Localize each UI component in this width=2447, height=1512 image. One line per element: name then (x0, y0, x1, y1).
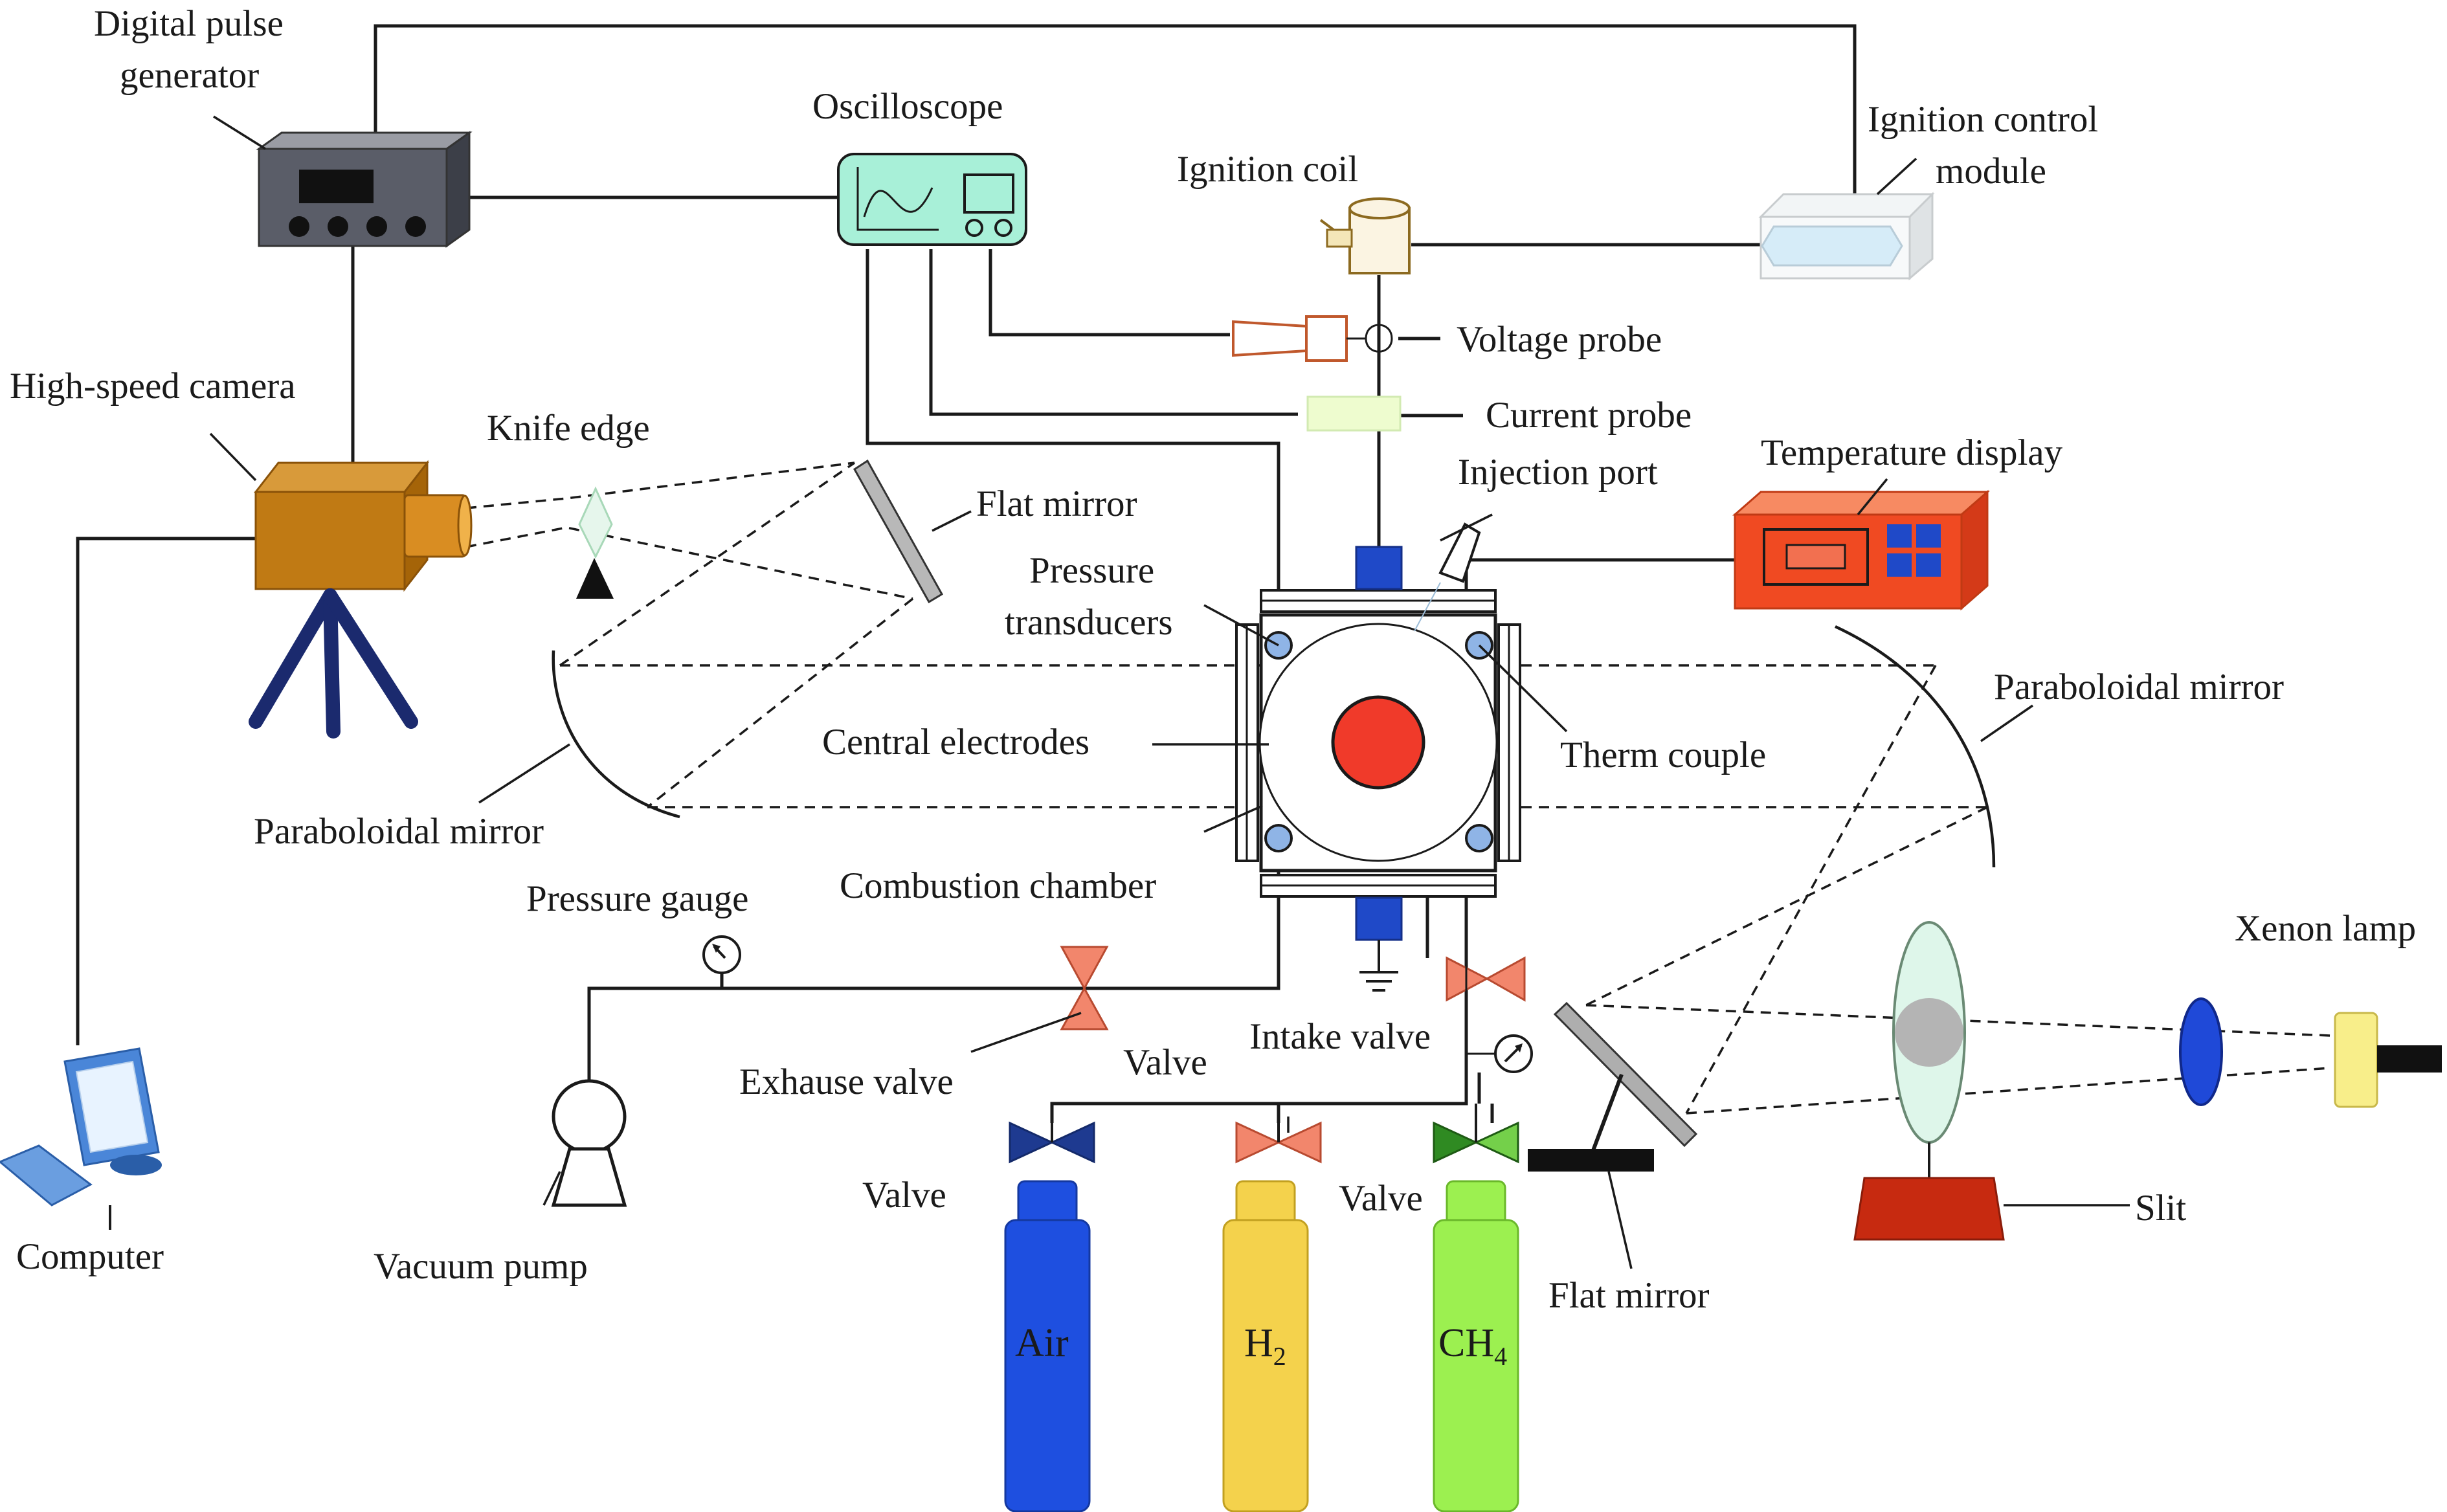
pressure-gauge (702, 935, 741, 974)
label-xenon-lamp: Xenon lamp (2235, 908, 2416, 949)
label-central-electrodes: Central electrodes (822, 722, 1089, 762)
label-voltage-probe: Voltage probe (1457, 319, 1662, 360)
label-valve-middle: Valve (1123, 1042, 1207, 1083)
label-ignition-coil: Ignition coil (1177, 149, 1358, 190)
intake-valve (1446, 956, 1526, 1002)
label-oscilloscope: Oscilloscope (812, 86, 1003, 127)
ignition-coil (1319, 197, 1411, 274)
label-pressure-transducers-line2: transducers (1005, 602, 1173, 643)
label-digital-pulse-generator-line2: generator (120, 55, 259, 96)
paraboloidal-mirror-right (1835, 625, 1996, 868)
oscilloscope (837, 153, 1027, 246)
air-valve (1009, 1104, 1095, 1164)
injection-port (1414, 522, 1481, 632)
h2-cylinder-label: H2 (1244, 1321, 1286, 1371)
vacuum-pump (551, 1079, 627, 1207)
label-combustion-chamber: Combustion chamber (840, 865, 1156, 906)
flat-mirror-bottom (1528, 1001, 1698, 1172)
label-leader-lines (209, 115, 2130, 1269)
high-speed-camera (249, 460, 473, 739)
ignition-control-module (1758, 192, 1935, 281)
label-exhaust-valve: Exhause valve (739, 1062, 954, 1102)
label-flat-mirror-bottom: Flat mirror (1548, 1275, 1710, 1316)
label-intake-valve: Intake valve (1249, 1016, 1431, 1057)
flat-mirror-top (853, 459, 944, 604)
xenon-lamp (2334, 1012, 2442, 1108)
label-pressure-gauge: Pressure gauge (526, 878, 748, 919)
h2-valve (1235, 1104, 1322, 1164)
label-computer: Computer (16, 1236, 164, 1277)
component-labels: Digital pulse generator Oscilloscope Ign… (10, 3, 2416, 1316)
exhaust-valve (1060, 946, 1109, 1030)
label-current-probe: Current probe (1486, 395, 1692, 436)
label-valve-air: Valve (862, 1175, 946, 1216)
ch4-cylinder-label: CH4 (1438, 1321, 1507, 1371)
label-high-speed-camera: High-speed camera (10, 366, 296, 406)
cylinder-gas-labels: Air H2 CH4 (1015, 1321, 1507, 1371)
intake-pressure-gauge (1466, 1034, 1533, 1073)
current-probe (1306, 395, 1402, 432)
label-ignition-control-module-line2: module (1936, 151, 2046, 192)
label-temperature-display: Temperature display (1761, 432, 2063, 473)
ch4-valve (1433, 1104, 1519, 1164)
paraboloidal-mirror-left (552, 650, 680, 819)
label-paraboloidal-mirror-right: Paraboloidal mirror (1994, 667, 2284, 707)
label-knife-edge: Knife edge (487, 408, 650, 449)
digital-pulse-generator (256, 131, 473, 248)
label-digital-pulse-generator-line1: Digital pulse (94, 3, 284, 44)
knife-edge (576, 486, 614, 599)
label-vacuum-pump: Vacuum pump (374, 1246, 588, 1287)
label-paraboloidal-mirror-left: Paraboloidal mirror (254, 811, 544, 852)
label-pressure-transducers-line1: Pressure (1029, 550, 1154, 591)
label-injection-port: Injection port (1458, 452, 1658, 493)
slit-lens-assembly (1853, 921, 2005, 1241)
label-slit: Slit (2135, 1188, 2186, 1228)
ch4-cylinder (1433, 1180, 1519, 1512)
h2-cylinder (1222, 1180, 1309, 1512)
label-flat-mirror-top: Flat mirror (976, 484, 1137, 524)
temperature-display (1732, 489, 1990, 611)
condenser-lens (2179, 997, 2223, 1106)
voltage-probe (1232, 315, 1393, 362)
computer (0, 1047, 162, 1230)
air-cylinder (1004, 1180, 1091, 1512)
label-therm-couple: Therm couple (1560, 735, 1766, 775)
air-cylinder-label: Air (1015, 1321, 1069, 1365)
label-ignition-control-module-line1: Ignition control (1868, 99, 2098, 140)
label-valve-ch4: Valve (1339, 1178, 1423, 1219)
connection-wires (76, 24, 1857, 1123)
